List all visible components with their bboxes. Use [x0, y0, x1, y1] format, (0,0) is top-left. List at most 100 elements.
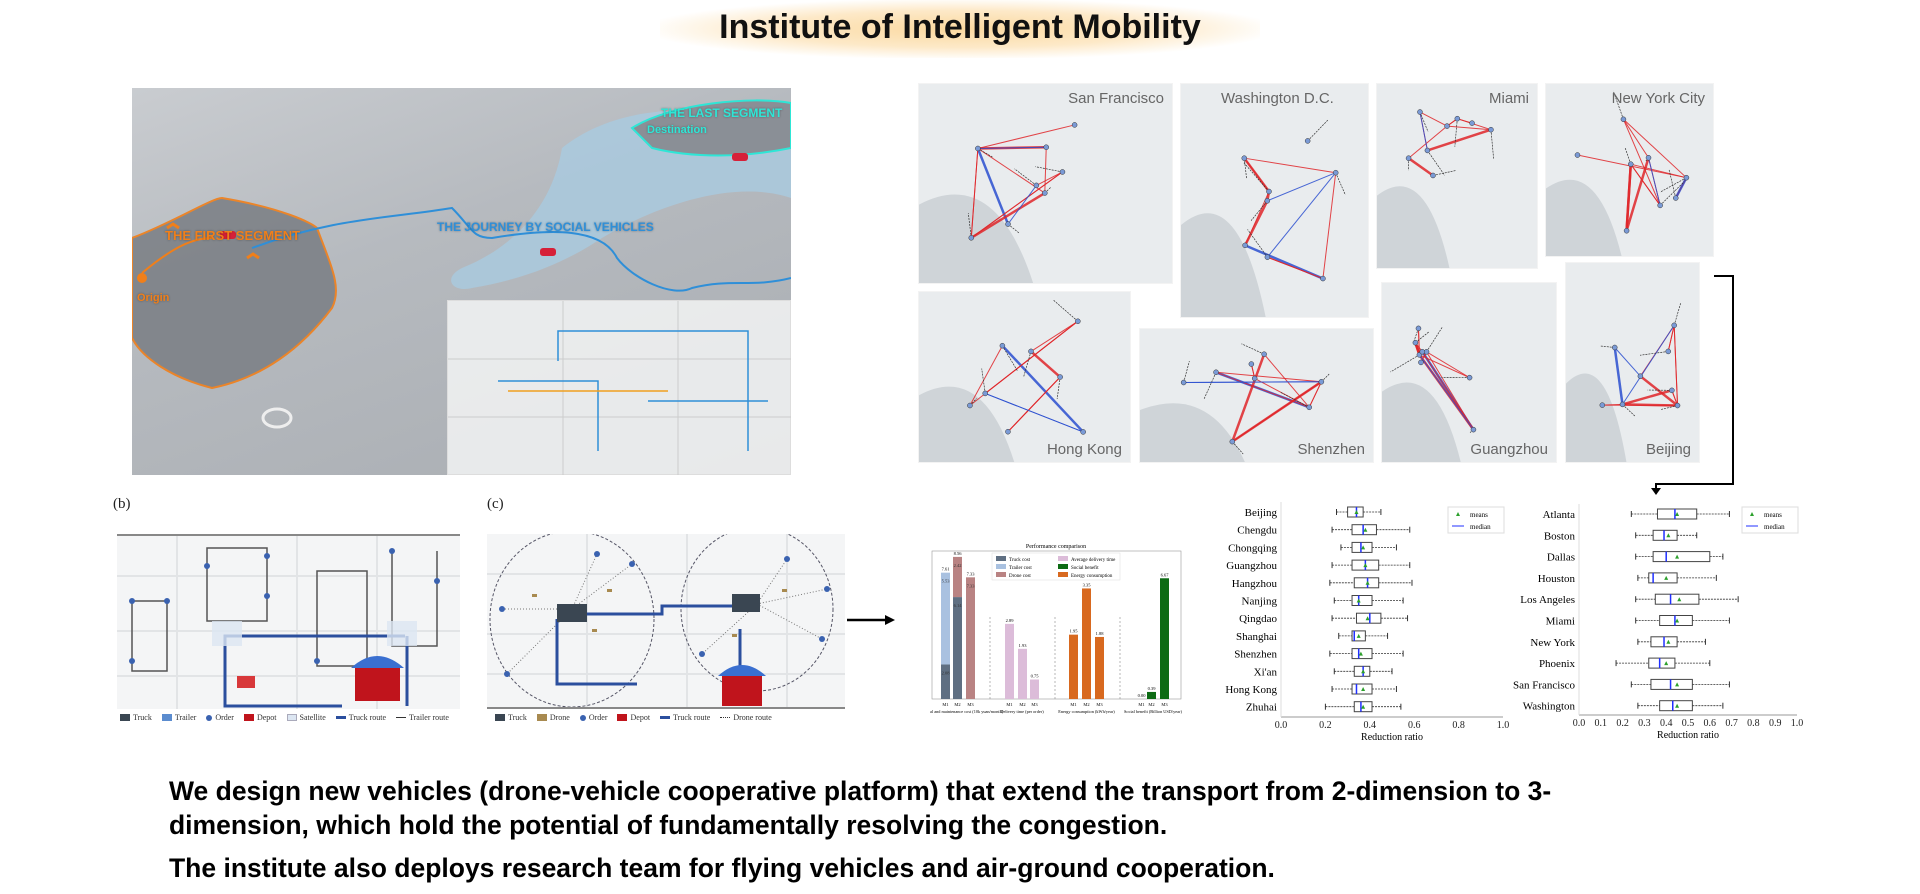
- car-icon: [732, 153, 748, 161]
- station-node: [1264, 254, 1271, 260]
- legend-box: [1741, 506, 1799, 534]
- station-node: [1028, 348, 1034, 355]
- mean-marker: [1363, 527, 1368, 532]
- network-link: [1614, 347, 1641, 377]
- network-link: [1030, 350, 1061, 378]
- station-node: [1229, 438, 1236, 445]
- station-node: [1669, 387, 1675, 394]
- city-name-label: San Francisco: [1068, 90, 1164, 107]
- mean-marker: [1361, 687, 1366, 691]
- panel-c-label: (c): [487, 496, 504, 512]
- x-tick-label: 0.0: [1275, 720, 1288, 731]
- walk-link: [1052, 299, 1079, 322]
- station-node: [1671, 322, 1677, 329]
- box: [1659, 700, 1693, 712]
- station-node: [1415, 325, 1422, 332]
- network-link: [1675, 177, 1687, 199]
- water-area: [1566, 373, 1627, 462]
- bar: [1160, 578, 1169, 699]
- drone-icon: [536, 714, 547, 721]
- satellite-icon: [387, 621, 417, 646]
- network-link: [1030, 320, 1079, 352]
- walk-link: [1232, 441, 1244, 455]
- row-label: Hong Kong: [1225, 684, 1277, 696]
- x-tick-label: 0.6: [1704, 718, 1717, 729]
- mean-marker: [1363, 563, 1368, 568]
- category-label: M2: [1148, 702, 1154, 707]
- walk-link: [1183, 361, 1190, 383]
- bar-value-label: 0.39: [1148, 686, 1157, 691]
- network-link: [970, 191, 1046, 239]
- x-tick-label: 0.4: [1660, 718, 1673, 729]
- station-node: [1266, 188, 1272, 195]
- row-label: Hangzhou: [1232, 578, 1278, 590]
- mean-marker: [1675, 554, 1680, 559]
- category-label: M1: [942, 702, 948, 707]
- bar-segment-label: 5.53: [942, 579, 951, 584]
- network-link: [1622, 403, 1678, 407]
- network-link: [977, 124, 1075, 149]
- station-node: [1241, 155, 1248, 161]
- network-link: [1001, 344, 1085, 433]
- station-node: [1213, 369, 1219, 376]
- legend-label: Truck cost: [1009, 558, 1031, 563]
- x-tick-label: 0.7: [1725, 718, 1738, 729]
- station-node: [1180, 379, 1187, 386]
- category-label: M3: [1031, 702, 1038, 707]
- station-node: [1419, 348, 1426, 355]
- water-area: [1382, 382, 1461, 462]
- mean-marker: [1666, 639, 1671, 644]
- category-label: M3: [1096, 702, 1103, 707]
- row-label: Guangzhou: [1226, 560, 1277, 572]
- network-link: [1267, 172, 1337, 258]
- city-name-label: Beijing: [1645, 441, 1691, 458]
- row-label: Los Angeles: [1520, 594, 1575, 606]
- city-map-7: Beijing: [1565, 262, 1700, 463]
- description-line-1: We design new vehicles (drone-vehicle co…: [169, 776, 1552, 806]
- mean-marker: [1675, 682, 1680, 687]
- x-tick-label: 1.0: [1497, 720, 1510, 731]
- station-node: [1075, 318, 1081, 325]
- station-node: [1619, 401, 1626, 408]
- mean-marker: [1361, 669, 1366, 674]
- station-node: [1251, 375, 1258, 382]
- water-area: [1377, 186, 1450, 268]
- legend-swatch: [1058, 564, 1068, 569]
- row-label: Chongqing: [1228, 542, 1277, 554]
- bar: [1030, 679, 1039, 699]
- x-tick-label: 1.0: [1791, 718, 1804, 729]
- x-tick-label: 0.9: [1769, 718, 1782, 729]
- bar-total-label: 7.61: [942, 567, 950, 572]
- bar-value-label: 1.88: [1096, 631, 1105, 636]
- station-node: [1488, 126, 1494, 133]
- station-node: [1628, 161, 1634, 167]
- box: [1351, 541, 1373, 553]
- bar: [1005, 623, 1014, 699]
- mean-marker: [1675, 703, 1680, 708]
- legend-label: means: [1470, 511, 1488, 519]
- destination-label: Destination: [647, 124, 707, 136]
- legend-label: Drone cost: [1009, 574, 1031, 579]
- depot-icon: [243, 714, 254, 721]
- description-line-3: The institute also deploys research team…: [169, 853, 1275, 883]
- bar-value-label: 0.75: [1031, 674, 1040, 679]
- truck-icon: [237, 676, 255, 688]
- walk-link: [1007, 223, 1020, 234]
- journey-label: THE JOURNEY BY SOCIAL VEHICLES: [437, 220, 654, 234]
- row-label: Boston: [1544, 530, 1576, 542]
- x-tick-label: 0.5: [1682, 718, 1695, 729]
- network-link: [1667, 325, 1675, 352]
- legend-label: Energy consumption: [1071, 574, 1113, 579]
- box: [1351, 648, 1373, 660]
- station-node: [1611, 344, 1618, 351]
- bar-segment-label: 2.08: [942, 670, 951, 675]
- trailer-icon: [161, 714, 172, 721]
- network-link: [1639, 375, 1679, 407]
- water-area: [919, 386, 1015, 462]
- network-link: [1215, 371, 1310, 408]
- network-link: [1426, 351, 1474, 430]
- network-link: [970, 171, 1063, 239]
- bar-segment: [941, 572, 950, 665]
- station-node: [1005, 428, 1011, 435]
- network-link: [1426, 351, 1470, 379]
